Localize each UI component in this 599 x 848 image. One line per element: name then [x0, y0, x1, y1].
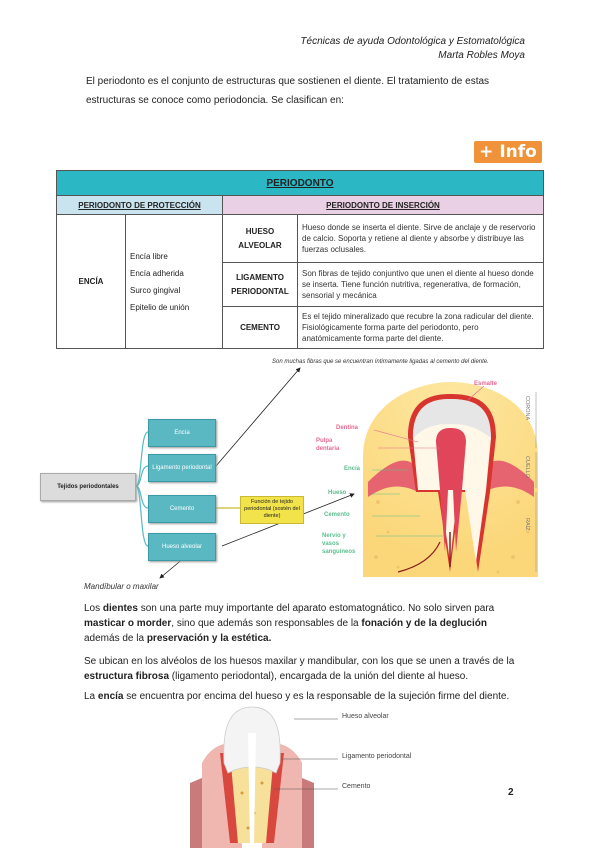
mandibular-caption: Mandíbular o maxilar — [84, 582, 159, 591]
mindmap-note: Función de tejido periodontal (sostén de… — [240, 496, 304, 524]
label-pulpa: Pulpa dentaria — [316, 438, 340, 452]
row-desc: Son fibras de tejido conjuntivo que unen… — [297, 262, 544, 307]
header-author: Marta Robles Moya — [438, 50, 525, 61]
list-item: Surco gingival — [130, 285, 181, 295]
encia-list: Encía libre Encía adherida Surco gingiva… — [125, 214, 223, 349]
encia-cell: ENCÍA — [56, 214, 126, 349]
fibras-caption: Son muchas fibras que se encuentran ínti… — [272, 359, 489, 365]
row-name: CEMENTO — [222, 306, 298, 349]
label-raiz: RAÍZ — [524, 518, 530, 531]
intro-paragraph: El periodonto es el conjunto de estructu… — [86, 76, 490, 106]
mindmap-node-hueso: Hueso alveolar — [148, 533, 216, 561]
label-nervio: Nervio y vasos sanguíneos — [322, 533, 356, 555]
mindmap-node-cemento: Cemento — [148, 495, 216, 523]
insercion-header: PERIODONTO DE INSERCIÓN — [222, 195, 544, 215]
tooth-diagram — [358, 382, 548, 582]
row-name: HUESO ALVEOLAR — [222, 214, 298, 263]
bottom-label-cemento: Cemento — [342, 783, 371, 790]
mindmap-node-ligamento: Ligamento periodontal — [148, 454, 216, 482]
bottom-label-hueso: Hueso alveolar — [342, 713, 389, 720]
list-item: Encía libre — [130, 251, 168, 261]
tooth-cross-section — [182, 703, 482, 848]
row-name: LIGAMENTO PERIODONTAL — [222, 262, 298, 307]
header-title: Técnicas de ayuda Odontológica y Estomat… — [300, 36, 525, 47]
label-esmalte: Esmalte — [474, 381, 498, 387]
paragraph-alveolos: Se ubican en los alvéolos de los huesos … — [84, 656, 515, 682]
mindmap-node-encia: Encía — [148, 419, 216, 447]
label-dentina: Dentina — [336, 425, 359, 431]
label-hueso: Hueso — [328, 490, 347, 496]
table-title: PERIODONTO — [56, 170, 544, 196]
paragraph-encia: La encía se encuentra por encima del hue… — [84, 691, 510, 702]
page-number: 2 — [508, 787, 514, 798]
label-corona: CORONA — [524, 396, 530, 421]
periodonto-table: PERIODONTO PERIODONTO DE PROTECCIÓN PERI… — [56, 170, 544, 349]
list-item: Encía adherida — [130, 268, 184, 278]
label-cemento: Cemento — [324, 512, 350, 518]
label-cuello: CUELLO — [524, 456, 530, 479]
proteccion-header: PERIODONTO DE PROTECCIÓN — [56, 195, 223, 215]
list-item: Epitelio de unión — [130, 302, 190, 312]
row-desc: Hueso donde se inserta el diente. Sirve … — [297, 214, 544, 263]
bottom-label-ligamento: Ligamento periodontal — [342, 753, 412, 760]
paragraph-dientes: Los dientes son una parte muy importante… — [84, 603, 495, 644]
mindmap-connectors — [135, 367, 355, 579]
info-button[interactable]: + Info — [474, 141, 542, 163]
mindmap-root: Tejidos periodontales — [40, 473, 136, 501]
row-desc: Es el tejido mineralizado que recubre la… — [297, 306, 544, 349]
label-encia: Encía — [344, 466, 361, 472]
